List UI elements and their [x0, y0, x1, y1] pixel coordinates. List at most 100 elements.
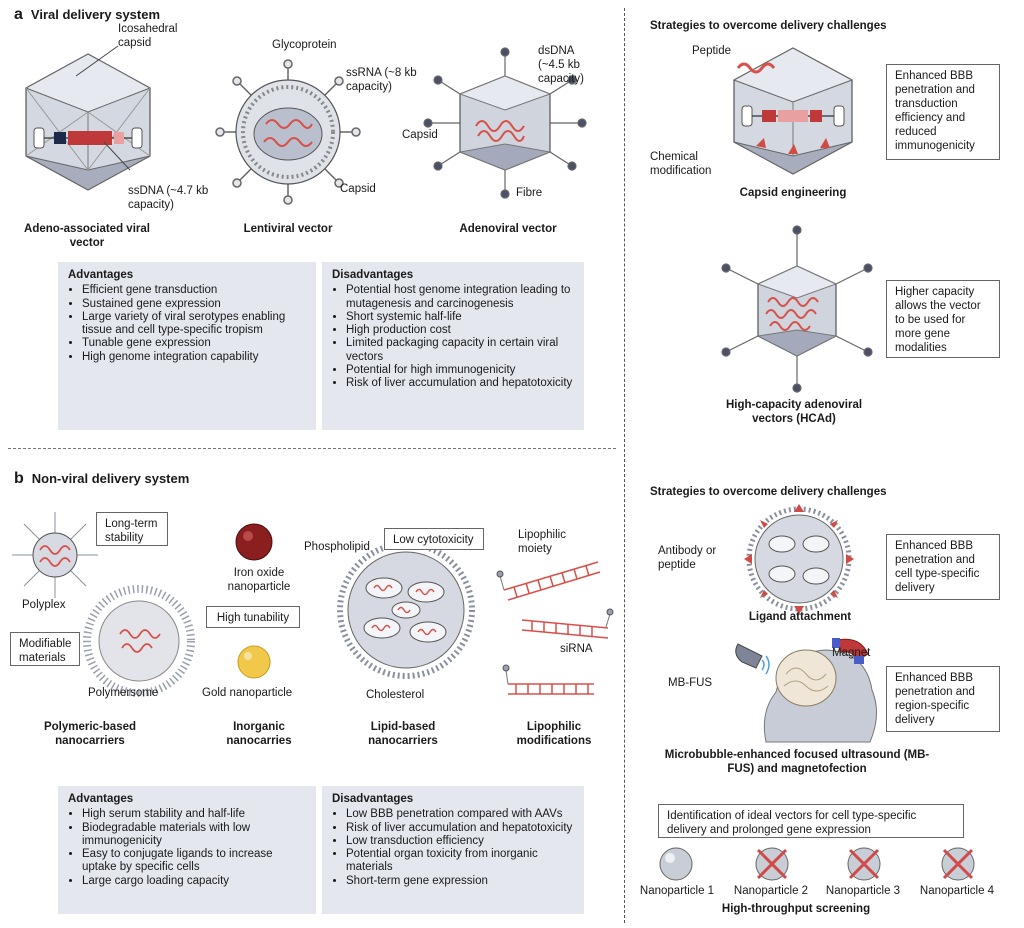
- iron-oxide-nanoparticle: [235, 523, 273, 561]
- polymersome-label: Polymersome: [88, 687, 159, 699]
- aav-capsid-label: Icosahedral capsid: [118, 23, 178, 49]
- inorganic-tunability-callout: High tunability: [206, 606, 300, 628]
- lenti-caption: Lentiviral vector: [243, 223, 333, 235]
- viral-advantages-title: Advantages: [68, 269, 134, 281]
- lenti-glyco-label: Glycoprotein: [272, 39, 337, 51]
- adeno-caption: Adenoviral vector: [459, 223, 557, 235]
- section-a-letter: a: [14, 6, 23, 23]
- list-item: Tunable gene expression: [82, 337, 306, 350]
- ligand-attachment-illustration: [744, 504, 854, 614]
- list-item: High genome integration capability: [82, 351, 306, 364]
- polyplex-label: Polyplex: [22, 599, 66, 611]
- mbfus-magnet-label: Magnet: [832, 647, 871, 659]
- sirna-strand-3: [502, 664, 594, 695]
- list-item: Short-term gene expression: [346, 875, 574, 888]
- polymeric-caption: Polymeric-based nanocarriers: [43, 721, 137, 747]
- phospholipid-label: Phospholipid: [304, 541, 370, 553]
- nanoparticle-4-label: Nanoparticle 4: [919, 885, 995, 897]
- nanoparticle-3-label: Nanoparticle 3: [825, 885, 901, 897]
- nanoparticle-2-icon: [755, 847, 789, 881]
- section-b-header: b Non-viral delivery system: [14, 470, 189, 488]
- mbfus-fus-label: MB-FUS: [668, 677, 713, 689]
- list-item: High serum stability and half-life: [82, 808, 306, 821]
- viral-advantages-list: Efficient gene transduction Sustained ge…: [68, 284, 306, 364]
- list-item: Low transduction efficiency: [346, 835, 574, 848]
- ligand-attachment-caption: Ligand attachment: [748, 611, 852, 623]
- list-item: Easy to conjugate ligands to increase up…: [82, 848, 306, 875]
- nanoparticle-1-icon: [659, 847, 693, 881]
- nanoparticle-3-icon: [847, 847, 881, 881]
- lenti-capsid-label: Capsid: [340, 183, 376, 195]
- nonviral-disadvantages-list: Low BBB penetration compared with AAVs R…: [332, 808, 574, 888]
- viral-disadvantages-title: Disadvantages: [332, 269, 414, 281]
- list-item: Potential organ toxicity from inorganic …: [346, 848, 574, 875]
- ligand-attachment-callout: Enhanced BBB penetration and cell type-s…: [886, 534, 1000, 600]
- polymeric-stability-callout: Long-term stability: [96, 512, 168, 546]
- gold-label: Gold nanoparticle: [202, 687, 293, 699]
- list-item: Large variety of viral serotypes enablin…: [82, 311, 306, 338]
- sirna-strand-2: [521, 608, 614, 639]
- vertical-divider: [624, 8, 625, 923]
- lipid-nanoparticle-illustration: [337, 541, 475, 679]
- list-item: Short systemic half-life: [346, 311, 574, 324]
- aav-caption: Adeno-associated viral vector: [24, 223, 150, 249]
- mbfus-callout: Enhanced BBB penetration and region-spec…: [886, 666, 1000, 732]
- nanoparticle-2-label: Nanoparticle 2: [733, 885, 809, 897]
- viral-strategies-title: Strategies to overcome delivery challeng…: [650, 20, 887, 32]
- adeno-capsid-label: Capsid: [402, 129, 438, 141]
- list-item: High production cost: [346, 324, 574, 337]
- capsid-peptide-label: Peptide: [692, 45, 732, 57]
- cholesterol-label: Cholesterol: [366, 689, 425, 701]
- list-item: Potential host genome integration leadin…: [346, 284, 574, 311]
- list-item: Biodegradable materials with low immunog…: [82, 822, 306, 849]
- section-a-title: Viral delivery system: [30, 7, 161, 22]
- list-item: Risk of liver accumulation and hepatotox…: [346, 377, 574, 390]
- lipophilic-moiety-label: Lipophilic moiety: [518, 529, 566, 555]
- list-item: Limited packaging capacity in certain vi…: [346, 337, 574, 364]
- nanoparticle-4-icon: [941, 847, 975, 881]
- hcad-callout: Higher capacity allows the vector to be …: [886, 280, 1000, 358]
- list-item: Low BBB penetration compared with AAVs: [346, 808, 574, 821]
- nonviral-advantages-title: Advantages: [68, 793, 134, 805]
- ligand-antibody-label: Antibody or peptide: [658, 545, 717, 571]
- polymersome-illustration: [83, 585, 195, 697]
- nonviral-disadvantages-panel: Disadvantages Low BBB penetration compar…: [322, 786, 584, 914]
- iron-oxide-label: Iron oxide nanoparticle: [227, 567, 291, 593]
- gold-nanoparticle: [237, 645, 271, 679]
- hcad-illustration: [721, 225, 873, 393]
- capsid-chem-label: Chemical modification: [650, 151, 712, 177]
- capsid-engineering-illustration: [732, 47, 854, 175]
- screening-caption: High-throughput screening: [721, 903, 871, 915]
- sirna-label: siRNA: [560, 643, 593, 655]
- nanoparticle-1-label: Nanoparticle 1: [639, 885, 715, 897]
- section-b-title: Non-viral delivery system: [31, 471, 190, 486]
- aav-dna-label: ssDNA (~4.7 kb capacity): [128, 185, 209, 211]
- polyplex-illustration: [12, 512, 98, 598]
- adeno-fibre-label: Fibre: [516, 187, 543, 199]
- section-a-header: a Viral delivery system: [14, 6, 160, 24]
- mbfus-caption: Microbubble-enhanced focused ultrasound …: [664, 749, 930, 775]
- capsid-engineering-callout: Enhanced BBB penetration and transductio…: [886, 64, 1000, 160]
- list-item: Potential for high immunogenicity: [346, 364, 574, 377]
- aav-dna-leader: [103, 141, 131, 171]
- aav-capsid-leader: [75, 45, 119, 77]
- adeno-illustration: [423, 47, 587, 199]
- horizontal-divider: [8, 448, 616, 449]
- sirna-strand-1: [496, 561, 601, 601]
- polymeric-modifiable-callout: Modifiable materials: [10, 632, 80, 666]
- aav-illustration: [24, 53, 152, 191]
- list-item: Sustained gene expression: [82, 298, 306, 311]
- mbfus-illustration: [735, 638, 877, 743]
- lipophilic-caption: Lipophilic modifications: [516, 721, 592, 747]
- viral-disadvantages-list: Potential host genome integration leadin…: [332, 284, 574, 390]
- nonviral-disadvantages-title: Disadvantages: [332, 793, 414, 805]
- viral-advantages-panel: Advantages Efficient gene transduction S…: [58, 262, 316, 430]
- inorganic-caption: Inorganic nanocarries: [226, 721, 292, 747]
- adeno-dna-label: dsDNA (~4.5 kb capacity): [538, 45, 585, 85]
- list-item: Efficient gene transduction: [82, 284, 306, 297]
- lipid-cytotox-callout: Low cytotoxicity: [384, 528, 484, 550]
- hcad-caption: High-capacity adenoviral vectors (HCAd): [725, 399, 863, 425]
- nonviral-strategies-title: Strategies to overcome delivery challeng…: [650, 486, 887, 498]
- capsid-engineering-caption: Capsid engineering: [739, 187, 847, 199]
- section-b-letter: b: [14, 470, 24, 487]
